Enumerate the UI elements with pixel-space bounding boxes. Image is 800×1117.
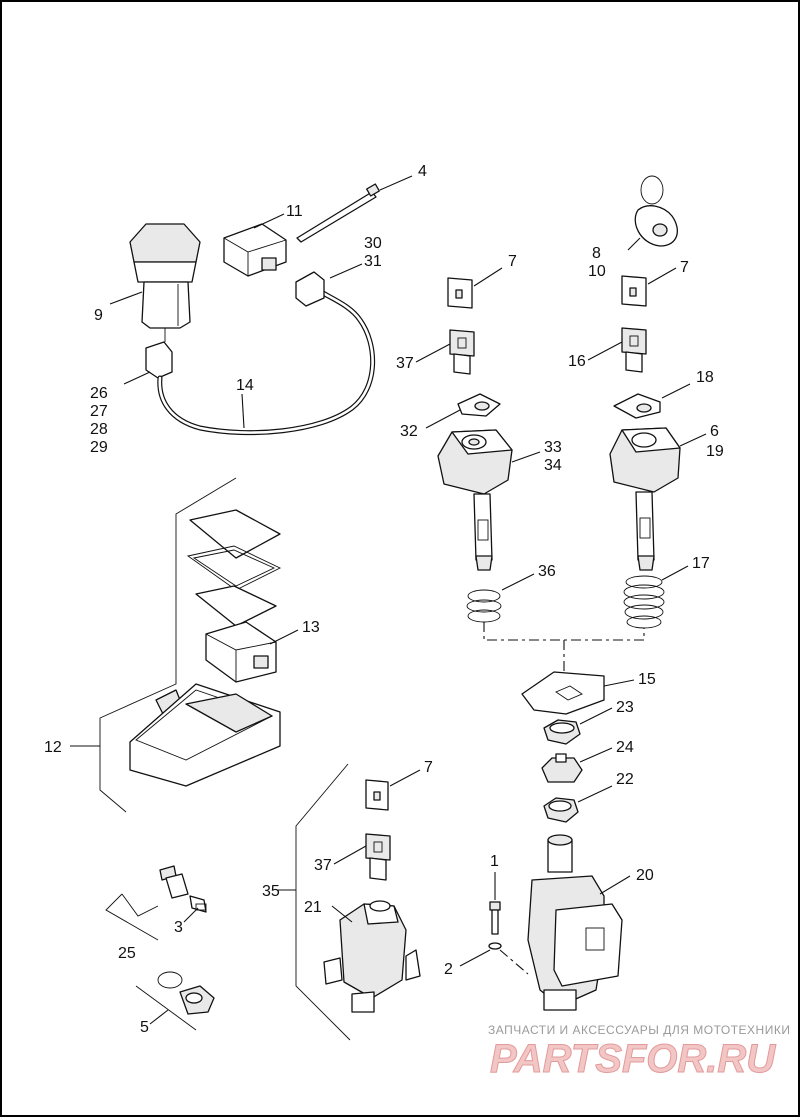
key-part-16 — [621, 327, 647, 373]
callout-32: 32 — [400, 423, 418, 440]
callout-35: 35 — [262, 883, 280, 900]
callout-16: 16 — [568, 353, 586, 370]
callout-15: 15 — [638, 671, 656, 688]
callout-7-bottom: 7 — [424, 759, 433, 776]
callout-7-right: 7 — [680, 259, 689, 276]
callout-12: 12 — [44, 739, 62, 756]
callout-25: 25 — [118, 945, 136, 962]
ring-part-22 — [543, 797, 579, 823]
callout-37-bottom: 37 — [314, 857, 332, 874]
cable-strap-part-4 — [296, 183, 380, 243]
callout-18: 18 — [696, 369, 714, 386]
key-part-37a — [449, 329, 475, 375]
callout-1: 1 — [490, 853, 499, 870]
callout-8: 8 — [592, 245, 601, 262]
cam-part-24 — [541, 753, 583, 783]
callout-4: 4 — [418, 163, 427, 180]
callout-36: 36 — [538, 563, 556, 580]
callout-5: 5 — [140, 1019, 149, 1036]
key-part-37b — [365, 833, 391, 881]
lock-cap-part-33 — [437, 429, 513, 571]
gasket-part-32 — [457, 393, 501, 417]
callout-21: 21 — [304, 899, 322, 916]
bushing-part-23 — [543, 719, 581, 745]
module-part-13 — [186, 509, 282, 683]
callout-30: 30 — [364, 235, 382, 252]
callout-7-left: 7 — [508, 253, 517, 270]
callout-6: 6 — [710, 423, 719, 440]
callout-28: 28 — [90, 421, 108, 438]
spring-part-17 — [623, 575, 665, 629]
callout-37-top: 37 — [396, 355, 414, 372]
callout-27: 27 — [90, 403, 108, 420]
key-tag-part-8 — [634, 175, 678, 247]
sensor-part-25 — [159, 865, 207, 913]
callout-26: 26 — [90, 385, 108, 402]
key-blank-part-7c — [365, 779, 389, 811]
callout-14: 14 — [236, 377, 254, 394]
housing-part-12 — [129, 683, 281, 787]
callout-10: 10 — [588, 263, 606, 280]
spring-part-36 — [466, 589, 502, 623]
wiring-harness-part-14 — [145, 271, 376, 436]
callout-2: 2 — [444, 961, 453, 978]
lock-body-part-20 — [527, 834, 623, 1011]
callout-9: 9 — [94, 307, 103, 324]
callout-17: 17 — [692, 555, 710, 572]
callout-33: 33 — [544, 439, 562, 456]
callout-3: 3 — [174, 919, 183, 936]
callout-20: 20 — [636, 867, 654, 884]
switch-housing-part-9 — [129, 223, 201, 342]
screw-part-1 — [489, 901, 501, 935]
callout-13: 13 — [302, 619, 320, 636]
washer-part-2 — [488, 942, 502, 950]
key-blank-part-7b — [621, 275, 647, 307]
callout-19: 19 — [706, 443, 724, 460]
callout-24: 24 — [616, 739, 634, 756]
lock-cap-part-6 — [609, 427, 681, 571]
watermark-logo: PARTSFOR.RU — [490, 1037, 776, 1081]
connector-part-11 — [223, 223, 287, 277]
watermark-tagline: ЗАПЧАСТИ И АКСЕССУАРЫ ДЛЯ МОТОТЕХНИКИ — [488, 1023, 790, 1037]
callout-31: 31 — [364, 253, 382, 270]
gasket-part-18 — [613, 393, 661, 419]
callout-29: 29 — [90, 439, 108, 456]
callout-34: 34 — [544, 457, 562, 474]
plug-part-5 — [157, 971, 215, 1015]
lock-body-part-21 — [323, 900, 421, 1013]
callout-22: 22 — [616, 771, 634, 788]
key-blank-part-7a — [447, 277, 473, 309]
plate-part-15 — [521, 671, 605, 715]
callout-11: 11 — [286, 203, 303, 220]
callout-23: 23 — [616, 699, 634, 716]
